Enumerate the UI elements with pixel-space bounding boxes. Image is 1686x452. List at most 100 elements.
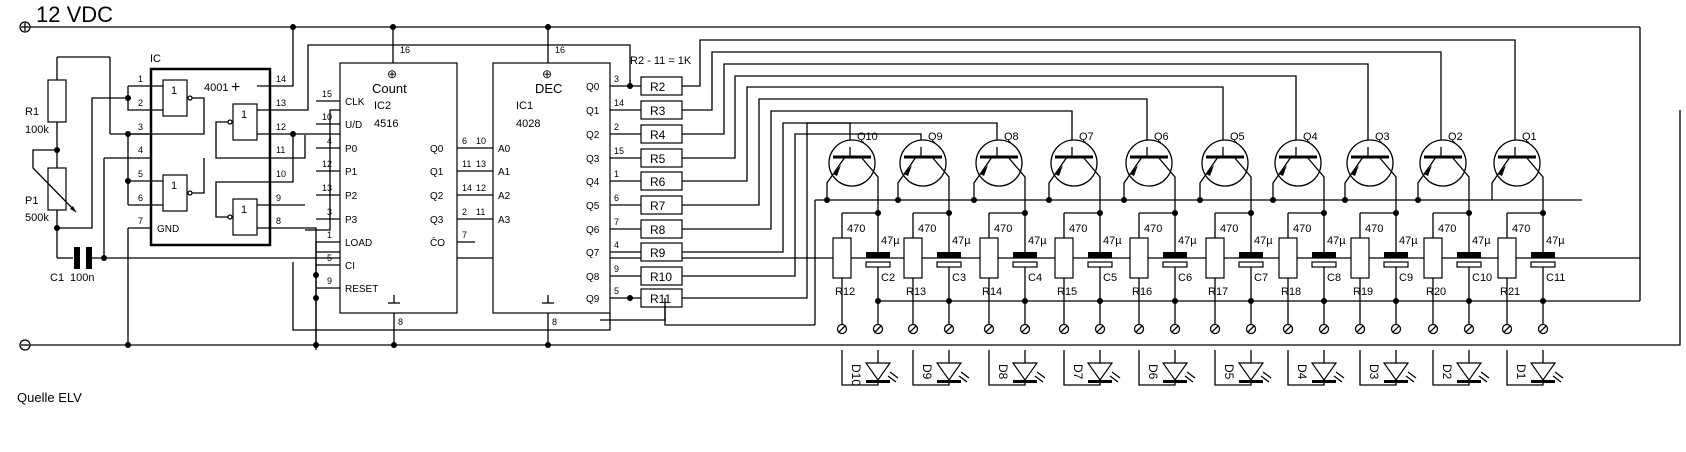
svg-text:4: 4 [138, 145, 143, 155]
stage-resistor [903, 237, 923, 279]
series-resistor: R7 [640, 195, 683, 215]
svg-text:8: 8 [276, 216, 281, 226]
stage-capacitor [1531, 252, 1555, 258]
ic2-pin-label: Q3 [430, 215, 444, 226]
ic1-pin-label: A3 [498, 215, 511, 226]
transistor-label: Q8 [1004, 131, 1019, 143]
ic2-pin-number: 13 [322, 183, 332, 193]
p1-value: 500k [25, 212, 49, 224]
transistor-symbol [828, 139, 876, 187]
supply-plus-terminal [19, 21, 31, 33]
svg-text:470: 470 [1438, 223, 1456, 235]
ic1-pin-label: Q4 [586, 177, 600, 188]
svg-text:470: 470 [994, 223, 1012, 235]
led-icon [1310, 362, 1338, 382]
ic2-pin-number: 6 [462, 136, 467, 146]
screw-terminal-icon [943, 323, 955, 335]
series-resistor-label: R4 [650, 128, 666, 142]
stage-capacitor-label: C5 [1103, 272, 1117, 284]
screw-terminal-icon [1537, 323, 1549, 335]
stage-capacitor-label: C6 [1178, 272, 1192, 284]
svg-text:470: 470 [1365, 223, 1383, 235]
series-resistor: R6 [640, 171, 683, 191]
source-credit: Quelle ELV [17, 390, 82, 405]
stage-resistor-label: R17 [1208, 286, 1228, 298]
transistor-label: Q1 [1522, 131, 1537, 143]
transistor-symbol [1125, 139, 1173, 187]
driver-stages: Q10470R1247µC2D10Q9470R1347µC3D9Q8470R14… [824, 131, 1565, 386]
ic1-pin-number: 3 [614, 74, 619, 84]
led-icon [1455, 362, 1483, 382]
ic1-pin-number: 15 [614, 146, 624, 156]
screw-terminal-icon [1463, 323, 1475, 335]
svg-text:16: 16 [400, 45, 410, 55]
ic2-pin-label: Q1 [430, 167, 444, 178]
ic2-pin-label: C̄O [430, 236, 445, 249]
ic1-pin-number: 1 [614, 169, 619, 179]
ic2-4516: 16 ⊕ Count IC2 4516 8 [339, 24, 458, 348]
series-resistor: R8 [640, 219, 683, 239]
transistor-label: Q4 [1303, 131, 1318, 143]
stage-capacitor-label: C7 [1254, 272, 1268, 284]
led-icon [1161, 362, 1189, 382]
svg-text:2: 2 [138, 98, 143, 108]
svg-text:⊕: ⊕ [387, 67, 397, 81]
led-icon [1237, 362, 1265, 382]
ic2-pin-label: LOAD [345, 238, 372, 249]
svg-text:47µ: 47µ [881, 235, 900, 247]
ic2-pin-number: 10 [322, 112, 332, 122]
ic1-pin-label: A0 [498, 144, 511, 155]
ic1-pin-label: A2 [498, 191, 511, 202]
screw-terminal-icon [1427, 323, 1439, 335]
screw-terminal-icon [907, 323, 919, 335]
ic2-pin-number: 12 [322, 159, 332, 169]
series-resistor-label: R10 [650, 270, 672, 284]
svg-text:470: 470 [1293, 223, 1311, 235]
transistor-symbol [1493, 139, 1541, 187]
svg-text:1: 1 [171, 85, 177, 97]
transistor-label: Q5 [1230, 131, 1245, 143]
svg-text:47µ: 47µ [1178, 235, 1197, 247]
svg-text:16: 16 [555, 45, 565, 55]
base-route [682, 51, 1442, 140]
screw-terminal-icon [1354, 323, 1366, 335]
screw-terminal-icon [1245, 323, 1257, 335]
screw-terminal-icon [1209, 323, 1221, 335]
ic2-pin-number: 1 [327, 230, 332, 240]
transistor-symbol [975, 139, 1023, 187]
svg-text:⊕: ⊕ [542, 67, 552, 81]
led-label: D3 [1367, 364, 1381, 380]
svg-text:10: 10 [276, 169, 286, 179]
ic2-pin-number: 3 [327, 207, 332, 217]
stage-resistor [979, 237, 999, 279]
r1-value: 100k [25, 124, 49, 136]
screw-terminal-icon [1058, 323, 1070, 335]
base-routing-wires [682, 39, 1516, 299]
ic2-pin-number: 7 [462, 230, 467, 240]
base-route [682, 122, 851, 299]
p1-label: P1 [25, 195, 38, 207]
screw-terminal-icon [1133, 323, 1145, 335]
led-label: D10 [849, 364, 863, 386]
ic1-name: IC1 [516, 100, 533, 112]
svg-text:47µ: 47µ [1103, 235, 1122, 247]
ic2-pin-label: P2 [345, 191, 358, 202]
stage-capacitor-label: C4 [1028, 272, 1042, 284]
ic-4001-pin-numbers: 1 2 3 4 5 6 7 14 13 12 11 10 9 8 [138, 74, 286, 226]
stage-resistor [1423, 237, 1443, 279]
base-route [682, 110, 1073, 230]
svg-text:7: 7 [138, 216, 143, 226]
svg-text:47µ: 47µ [1327, 235, 1346, 247]
series-resistor-label: R8 [650, 223, 666, 237]
stage-resistor-label: R18 [1281, 286, 1301, 298]
stage-resistor-label: R16 [1132, 286, 1152, 298]
series-resistor-label: R7 [650, 199, 666, 213]
ic1-pin-label: Q7 [586, 248, 600, 259]
svg-text:14: 14 [276, 74, 286, 84]
